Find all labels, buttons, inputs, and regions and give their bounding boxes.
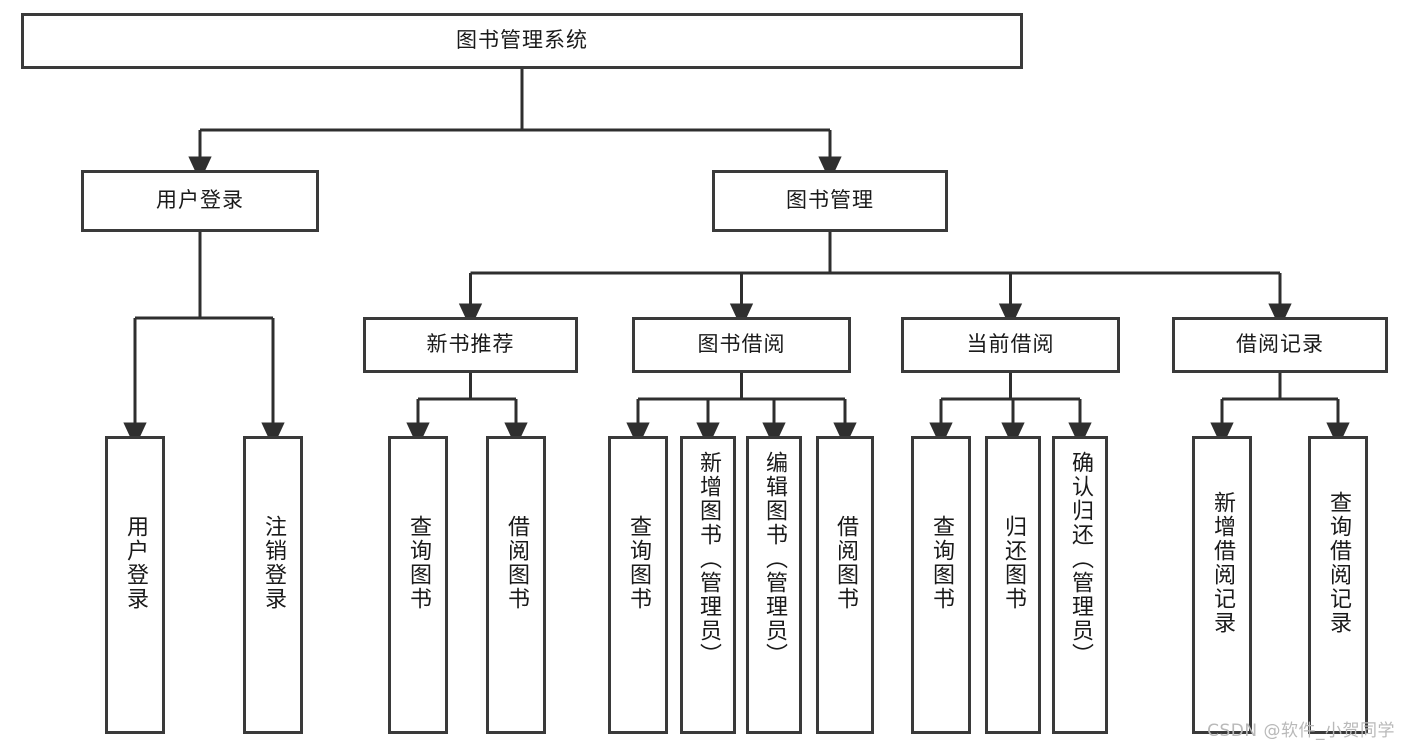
node-leaf11[interactable]: 确认归还（管理员） [1052,436,1108,734]
node-current[interactable]: 当前借阅 [901,317,1120,373]
node-bookmgmt[interactable]: 图书管理 [712,170,948,232]
node-leaf3[interactable]: 查询图书 [388,436,448,734]
node-label-leaf1: 用户登录 [122,515,148,611]
node-label-leaf2: 注销登录 [260,515,286,611]
node-label-leaf13: 查询借阅记录 [1325,491,1351,635]
node-label-newbook: 新书推荐 [426,332,515,357]
node-leaf1[interactable]: 用户登录 [105,436,165,734]
node-leaf10[interactable]: 归还图书 [985,436,1041,734]
node-leaf2[interactable]: 注销登录 [243,436,303,734]
node-label-leaf11: 确认归还（管理员） [1067,451,1093,667]
node-leaf7[interactable]: 编辑图书（管理员） [746,436,802,734]
node-label-root: 图书管理系统 [456,28,588,53]
node-leaf9[interactable]: 查询图书 [911,436,971,734]
node-label-leaf6: 新增图书（管理员） [695,451,721,667]
node-leaf8[interactable]: 借阅图书 [816,436,874,734]
node-label-leaf4: 借阅图书 [503,515,529,611]
node-label-borrow: 图书借阅 [697,332,786,357]
node-label-bookmgmt: 图书管理 [786,188,874,213]
node-leaf4[interactable]: 借阅图书 [486,436,546,734]
node-label-current: 当前借阅 [966,332,1055,357]
node-label-records: 借阅记录 [1236,332,1324,357]
node-label-login: 用户登录 [156,188,244,213]
node-leaf6[interactable]: 新增图书（管理员） [680,436,736,734]
node-leaf13[interactable]: 查询借阅记录 [1308,436,1368,734]
node-label-leaf12: 新增借阅记录 [1209,491,1235,635]
node-leaf5[interactable]: 查询图书 [608,436,668,734]
node-newbook[interactable]: 新书推荐 [363,317,578,373]
node-leaf12[interactable]: 新增借阅记录 [1192,436,1252,734]
node-label-leaf9: 查询图书 [928,515,954,611]
node-label-leaf5: 查询图书 [625,515,651,611]
node-label-leaf3: 查询图书 [405,515,431,611]
node-root[interactable]: 图书管理系统 [21,13,1023,69]
node-borrow[interactable]: 图书借阅 [632,317,851,373]
node-label-leaf8: 借阅图书 [832,515,858,611]
node-login[interactable]: 用户登录 [81,170,319,232]
node-label-leaf7: 编辑图书（管理员） [761,451,787,667]
node-label-leaf10: 归还图书 [1000,515,1026,611]
node-records[interactable]: 借阅记录 [1172,317,1388,373]
